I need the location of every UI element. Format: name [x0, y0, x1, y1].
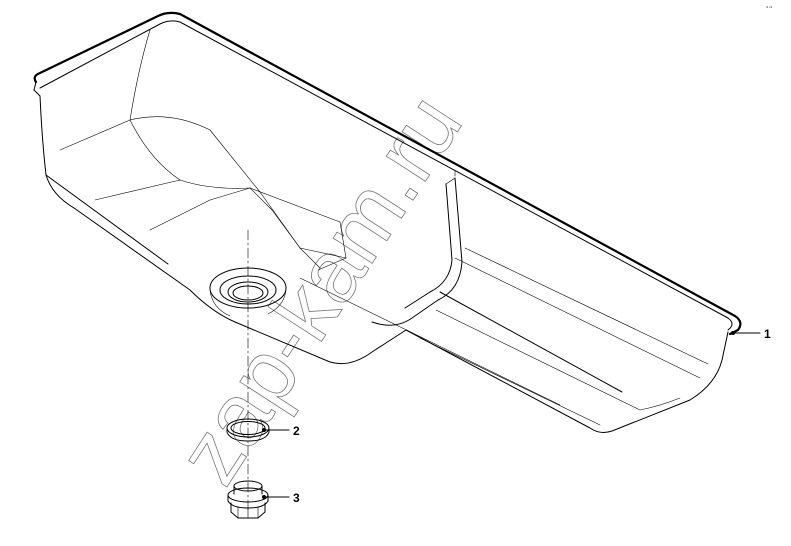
- watermark-text: zap-kam.ru: [158, 77, 481, 500]
- callout-number: 2: [293, 424, 300, 438]
- oil-pan: [33, 11, 742, 511]
- callout-3: 3: [262, 491, 300, 505]
- callout-number: 1: [764, 327, 771, 341]
- corner-code: ᵢᵢᵢ ᵢᵢᵢᵢ: [766, 4, 773, 9]
- callout-2: 2: [262, 424, 300, 438]
- drain-plug: [227, 480, 269, 519]
- sealing-ring: [226, 418, 270, 442]
- callout-1: 1: [731, 327, 771, 341]
- callout-number: 3: [293, 491, 300, 505]
